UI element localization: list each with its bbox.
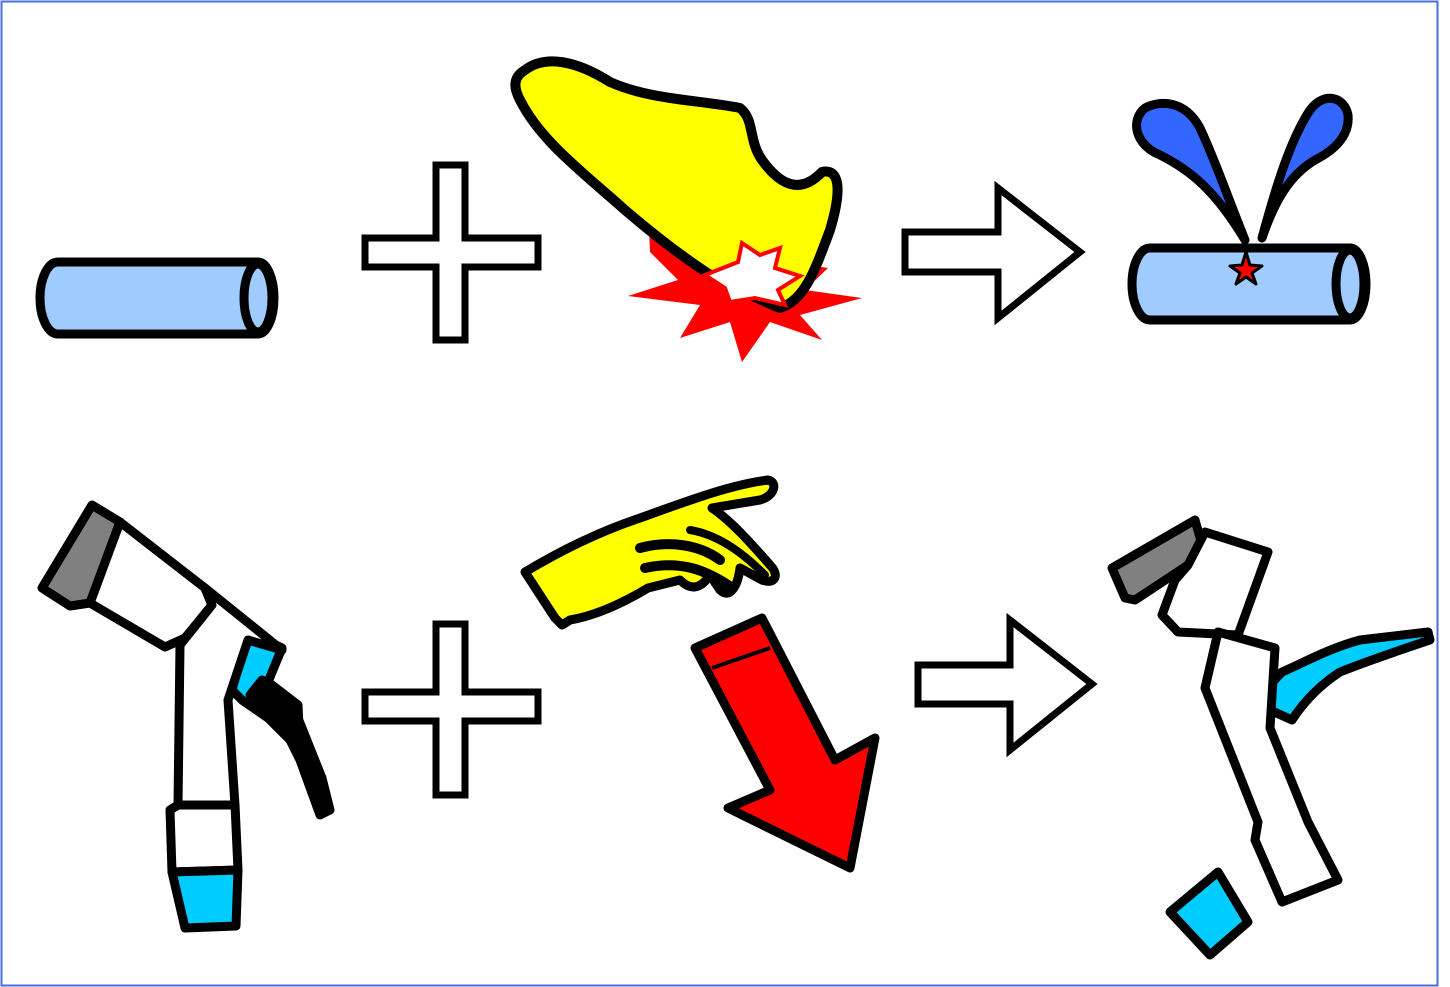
broken-spray-nozzle-icon — [1107, 515, 1435, 960]
crack-icon — [1228, 250, 1264, 286]
nozzle-trigger-lever — [245, 675, 335, 820]
nozzle-grey-cap — [37, 500, 125, 611]
broken-pipe-leak-icon — [1127, 93, 1371, 325]
arrow-right-icon — [901, 180, 1086, 326]
water-spray-right-icon — [1257, 93, 1353, 243]
plus-icon — [361, 161, 542, 344]
nozzle-body — [165, 800, 243, 877]
spray-nozzle-icon — [37, 500, 335, 933]
push-down-arrow-icon — [690, 613, 880, 873]
pointing-hand-icon — [520, 475, 780, 630]
broken-nozzle-body — [1200, 627, 1343, 907]
hand-push-down-icon — [520, 475, 880, 873]
pipe-icon — [35, 257, 279, 339]
nozzle-cyan-tip — [167, 865, 243, 933]
water-spray-left-icon — [1132, 98, 1250, 245]
foot-kick-impact-icon — [510, 56, 862, 362]
broken-nozzle-head — [1157, 527, 1273, 640]
shoe-icon — [510, 56, 843, 313]
detached-cyan-tip-icon — [1165, 867, 1253, 960]
arrow-right-icon — [914, 612, 1098, 758]
plus-icon — [361, 620, 542, 799]
impact-burst-inner-icon — [700, 239, 805, 308]
broken-nozzle-trigger — [1260, 627, 1435, 725]
